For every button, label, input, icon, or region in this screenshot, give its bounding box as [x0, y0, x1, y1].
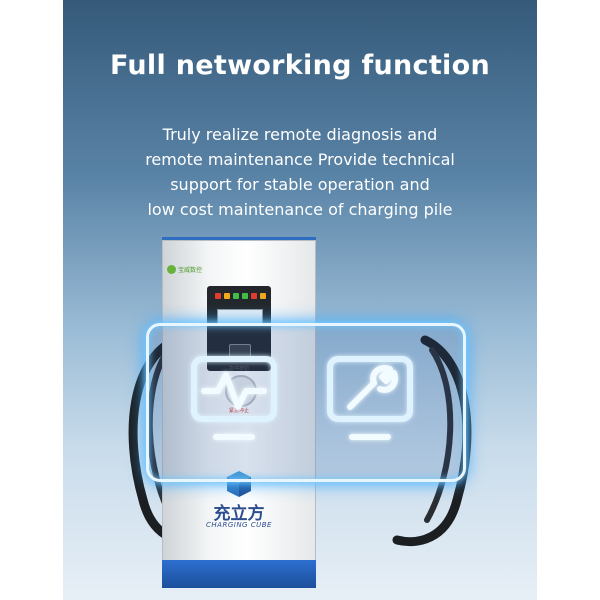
description-line-1: Truly realize remote diagnosis and: [162, 125, 438, 144]
maintenance-wrench-monitor-icon: [327, 356, 413, 440]
diagnosis-monitor-icon: [191, 356, 277, 440]
status-led: [224, 293, 230, 299]
status-led: [215, 293, 221, 299]
description-line-3: support for stable operation and: [170, 175, 430, 194]
charger-base: [162, 560, 316, 588]
maker-logo: 宝威数控: [167, 265, 202, 274]
description-line-4: low cost maintenance of charging pile: [147, 200, 453, 219]
brand-name-en: CHARGING CUBE: [206, 521, 272, 529]
stop-label: 紧急停止: [228, 408, 249, 414]
status-led: [260, 293, 266, 299]
status-led: [242, 293, 248, 299]
maker-label: 宝威数控: [178, 267, 203, 274]
description-line-2: remote maintenance Provide technical: [145, 150, 455, 169]
page-title: Full networking function: [110, 50, 490, 81]
estop-label: 急停按钮: [228, 366, 249, 372]
status-led: [233, 293, 239, 299]
status-led: [251, 293, 257, 299]
brand-name-cn: 充立方: [213, 504, 265, 524]
maker-logo-icon: [167, 265, 176, 274]
charger-top-trim: [162, 237, 316, 242]
